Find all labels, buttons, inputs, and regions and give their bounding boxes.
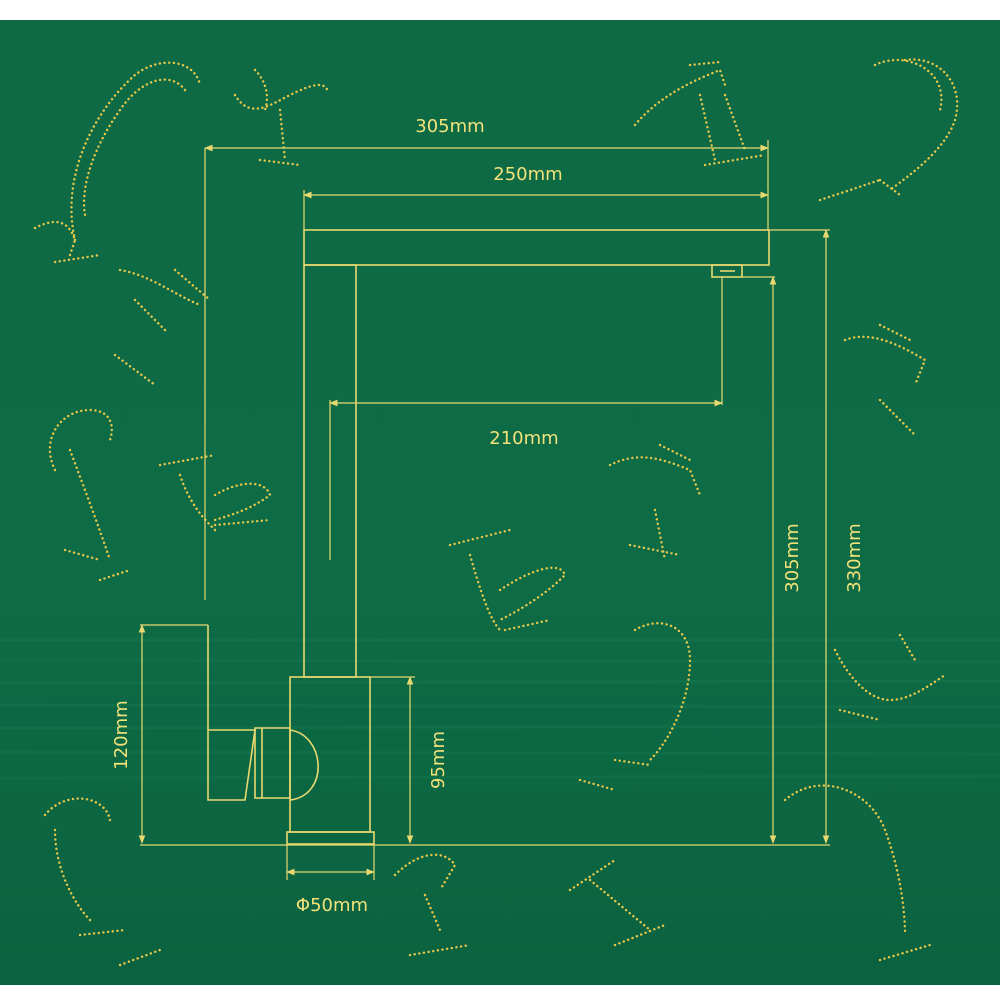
faucet-outline-icon: [113, 268, 212, 387]
dimension-labels: 305mm 250mm 210mm 305mm 330mm 120mm 95mm…: [111, 116, 865, 916]
faucet-outline-icon: [48, 408, 132, 582]
handle-lever: [207, 625, 256, 801]
faucet-outline-icon: [393, 853, 472, 957]
faucet-drawing: [207, 229, 770, 845]
aerator: [711, 264, 743, 278]
dimension-lines: [138, 140, 830, 880]
base-plate: [286, 831, 375, 845]
faucet-outline-icon: [578, 622, 692, 792]
faucet-outline-icon: [818, 58, 959, 202]
handle-cap: [289, 729, 319, 801]
label-total-height: 330mm: [844, 523, 865, 592]
faucet-outline-icon: [633, 60, 767, 167]
label-spout-height: 305mm: [782, 523, 803, 592]
faucet-outline-icon: [608, 443, 702, 562]
faucet-outline-icon: [158, 453, 272, 532]
label-overall-width: 305mm: [415, 116, 484, 137]
green-background: [0, 20, 1000, 985]
decorative-faucet-pattern: [33, 58, 959, 967]
spout-arm: [303, 229, 770, 266]
label-base-height: 95mm: [428, 731, 449, 789]
handle-joint: [254, 727, 291, 799]
label-reach: 210mm: [489, 428, 558, 449]
label-base-diameter: Φ50mm: [296, 895, 368, 916]
label-spout-length: 250mm: [493, 164, 562, 185]
label-handle-height: 120mm: [111, 700, 132, 769]
faucet-outline-icon: [833, 633, 947, 722]
faucet-outline-icon: [568, 858, 667, 947]
faucet-outline-icon: [843, 323, 927, 437]
water-streaks: [0, 638, 1000, 780]
faucet-outline-icon: [783, 784, 932, 962]
faucet-outline-icon: [43, 797, 162, 967]
